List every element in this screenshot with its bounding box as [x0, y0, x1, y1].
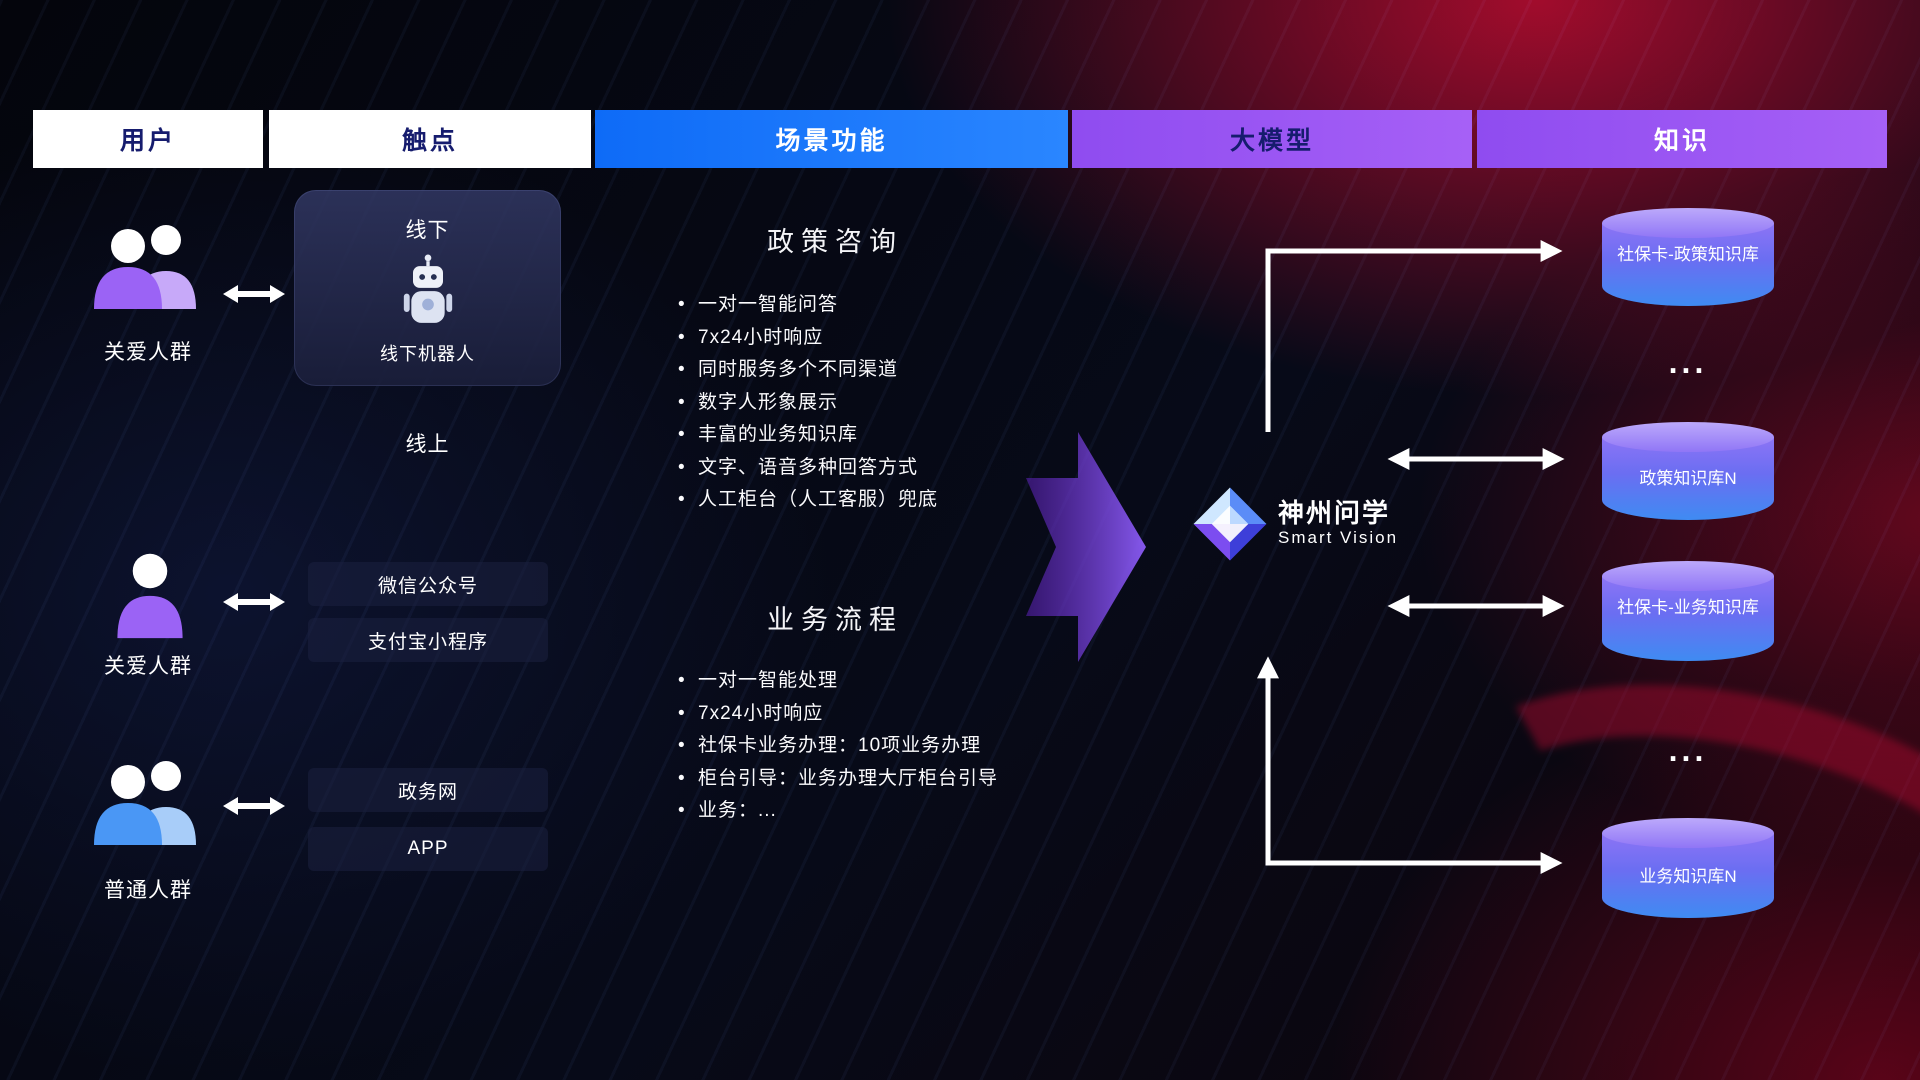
- channel-gov-web: 政务网: [308, 768, 548, 812]
- channel-wechat-label: 微信公众号: [377, 575, 478, 597]
- user-group-general: [86, 748, 208, 853]
- column-header-model-label: 大模型: [1229, 127, 1314, 155]
- offline-title: 线下: [405, 219, 450, 242]
- connector-model-to-db-business-n: [1256, 656, 1563, 875]
- exchange-arrow-3: [222, 794, 286, 823]
- db-social-business: 社保卡-业务知识库: [1602, 561, 1774, 661]
- channel-app: APP: [308, 827, 548, 871]
- db-social-policy: 社保卡-政策知识库: [1602, 208, 1774, 306]
- user-single-care-label: 关爱人群: [104, 655, 192, 678]
- connector-model-to-db-social-policy: [1265, 239, 1563, 432]
- db-business-n-label: 业务知识库N: [1639, 867, 1737, 886]
- feature-item: 数字人形象展示: [676, 387, 938, 420]
- policy-consult-feature-list: 一对一智能问答 7x24小时响应 同时服务多个不同渠道 数字人形象展示 丰富的业…: [676, 289, 938, 517]
- double-arrow-icon: [223, 593, 285, 611]
- channel-wechat: 微信公众号: [308, 562, 548, 606]
- section-title-business-process: 业务流程: [767, 605, 903, 635]
- db-policy-n: 政策知识库N: [1602, 422, 1774, 520]
- user-group-icon: [94, 225, 196, 309]
- db-social-business-label: 社保卡-业务知识库: [1617, 598, 1759, 617]
- feature-item: 7x24小时响应: [676, 698, 998, 731]
- model-subtitle: Smart Vision: [1278, 528, 1399, 547]
- user-group-care-1-label: 关爱人群: [104, 341, 192, 364]
- feature-item: 7x24小时响应: [676, 322, 938, 355]
- db-social-policy-label: 社保卡-政策知识库: [1617, 245, 1759, 264]
- double-arrow-icon: [223, 285, 285, 303]
- feature-item: 一对一智能处理: [676, 665, 998, 698]
- column-header-users: 用户: [33, 110, 263, 168]
- user-group-general-label: 普通人群: [104, 879, 192, 902]
- exchange-arrow-1: [222, 282, 286, 311]
- business-process-feature-list: 一对一智能处理 7x24小时响应 社保卡业务办理：10项业务办理 柜台引导：业务…: [676, 665, 998, 828]
- user-icon: [117, 553, 183, 639]
- db-policy-n-label: 政策知识库N: [1639, 469, 1737, 488]
- database-cylinder-top: [1602, 422, 1774, 452]
- feature-item: 人工柜台（人工客服）兜底: [676, 484, 938, 517]
- user-single-care: [112, 548, 188, 645]
- user-group-care-1: [86, 212, 208, 317]
- feature-item: 丰富的业务知识库: [676, 419, 938, 452]
- column-header-model: 大模型: [1072, 110, 1472, 168]
- column-header-scenarios: 场景功能: [595, 110, 1068, 168]
- feature-item: 文字、语音多种回答方式: [676, 452, 938, 485]
- flow-arrow-right: [1026, 424, 1148, 675]
- column-header-knowledge-label: 知识: [1653, 127, 1710, 155]
- channel-gov-web-label: 政务网: [397, 781, 458, 803]
- section-title-policy-consult: 政策咨询: [767, 227, 903, 257]
- feature-item: 一对一智能问答: [676, 289, 938, 322]
- channel-alipay: 支付宝小程序: [308, 618, 548, 662]
- column-header-scenarios-label: 场景功能: [775, 127, 888, 155]
- column-header-knowledge: 知识: [1477, 110, 1887, 168]
- feature-item: 社保卡业务办理：10项业务办理: [676, 730, 998, 763]
- channel-alipay-label: 支付宝小程序: [367, 631, 488, 653]
- knowledge-ellipsis-1: ...: [1668, 344, 1708, 380]
- offline-device-label: 线下机器人: [380, 344, 475, 364]
- db-business-n: 业务知识库N: [1602, 818, 1774, 918]
- exchange-arrow-2: [222, 590, 286, 619]
- smart-vision-logo-icon: [1192, 486, 1268, 567]
- database-cylinder-top: [1602, 561, 1774, 591]
- double-arrow-icon: [223, 797, 285, 815]
- online-title: 线上: [405, 433, 450, 456]
- robot-icon: [401, 252, 455, 337]
- channel-app-label: APP: [407, 838, 449, 859]
- column-header-users-label: 用户: [119, 127, 176, 155]
- database-cylinder-top: [1602, 208, 1774, 238]
- column-header-touchpoints: 触点: [269, 110, 591, 168]
- knowledge-ellipsis-2: ...: [1668, 732, 1708, 768]
- feature-item: 业务：...: [676, 795, 998, 828]
- database-cylinder-top: [1602, 818, 1774, 848]
- feature-item: 同时服务多个不同渠道: [676, 354, 938, 387]
- column-header-touchpoints-label: 触点: [401, 127, 458, 155]
- user-group-icon: [94, 761, 196, 845]
- offline-touchpoint-card: 线下 线下机器人: [294, 190, 561, 386]
- model-name: 神州问学: [1278, 498, 1391, 528]
- feature-item: 柜台引导：业务办理大厅柜台引导: [676, 763, 998, 796]
